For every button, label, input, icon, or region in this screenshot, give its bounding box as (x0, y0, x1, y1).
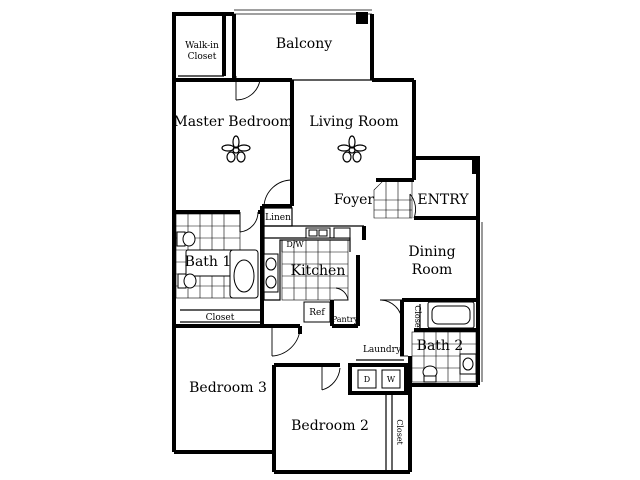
sink-icon (305, 227, 331, 239)
stove-icon (333, 227, 351, 239)
bath1-tile-floor (175, 213, 241, 299)
room-label-walkin-1: Walk-in (185, 41, 219, 51)
room-label-laundry: Laundry (363, 345, 402, 355)
room-label-kitchen: Kitchen (291, 263, 346, 279)
room-label-entry: ENTRY (417, 192, 469, 208)
refrigerator (303, 301, 331, 323)
room-label-dining-1: Dining (408, 244, 455, 260)
sink-icon (459, 353, 477, 375)
room-label-dw: D/W (286, 240, 304, 249)
toilet-icon (422, 365, 438, 383)
bathtub-icon (427, 301, 475, 329)
room-label-closet-bath2: Closet (413, 305, 422, 331)
room-label-dining-2: Room (412, 262, 453, 278)
ceiling-fan-icon (221, 135, 251, 163)
interior-walls (174, 14, 478, 470)
toilet-icon (177, 273, 197, 289)
room-label-bath1: Bath 1 (185, 254, 232, 270)
room-label-pantry: Pantry (332, 315, 359, 324)
room-label-foyer: Foyer (334, 192, 375, 208)
room-label-living-room: Living Room (309, 114, 398, 130)
washer-dryer (357, 369, 401, 389)
room-label-walkin-2: Closet (188, 52, 217, 62)
toilet-icon (176, 231, 196, 247)
room-label-closet-bed2: Closet (395, 419, 404, 445)
sink-icon (263, 253, 279, 293)
room-label-bedroom3: Bedroom 3 (189, 380, 267, 396)
foyer-tile-floor (373, 179, 413, 219)
room-label-linen: Linen (265, 213, 291, 223)
room-label-bath2: Bath 2 (417, 338, 464, 354)
exterior-walls (172, 9, 483, 474)
room-label-master-bedroom: Master Bedroom (173, 114, 292, 130)
room-label-ref: Ref (309, 308, 325, 318)
room-label-closet-main: Closet (206, 313, 235, 323)
door-swing-icon (235, 76, 416, 391)
room-label-bedroom2: Bedroom 2 (291, 418, 369, 434)
dryer-label: W (387, 375, 396, 384)
washer-label: D (364, 375, 370, 384)
bathtub-icon (229, 249, 259, 299)
ceiling-fan-icon (337, 135, 367, 163)
room-label-balcony: Balcony (276, 36, 332, 52)
